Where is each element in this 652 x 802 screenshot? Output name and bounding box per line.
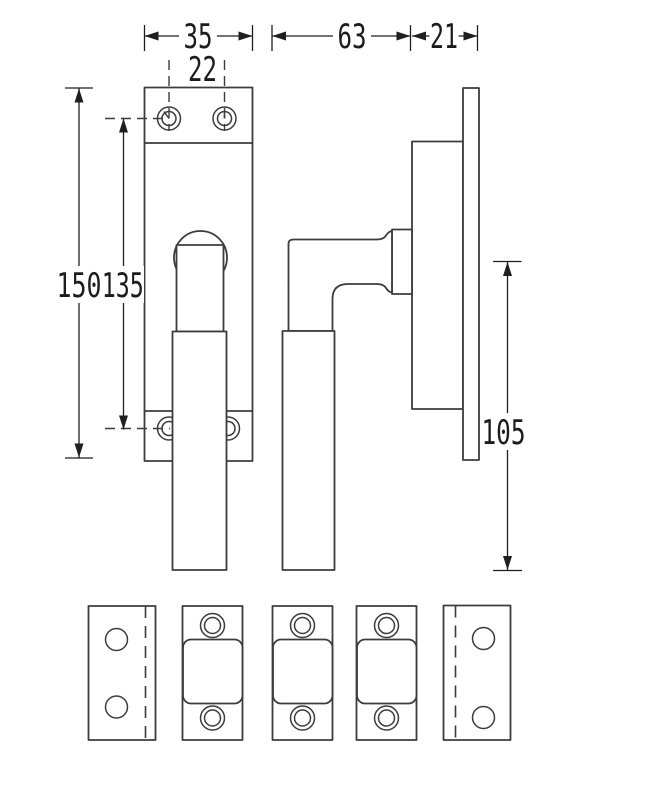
strike-plate-angled-right: [442, 604, 512, 741]
arrow-left-icon: [412, 31, 426, 41]
strike-parts-row: [87, 604, 512, 741]
handle-neck-front: [175, 244, 225, 333]
gear-case-side: [411, 140, 464, 410]
keep-boss: [182, 638, 244, 705]
handle-collar-side: [391, 228, 413, 295]
front-view: [105, 60, 254, 571]
backplate-side: [462, 87, 480, 461]
arrow-up-icon: [119, 118, 128, 133]
side-view: [281, 87, 480, 571]
arrow-down-icon: [119, 415, 128, 430]
dim-screw-hole-distance-label: 135: [102, 266, 144, 306]
arrow-up-icon: [74, 88, 84, 103]
dim-handle-projection-label: 63: [338, 17, 367, 57]
arrow-left-icon: [144, 31, 159, 41]
arrow-right-icon: [396, 31, 411, 41]
handle-grip-side: [281, 330, 336, 571]
strike-keep-1: [181, 605, 244, 741]
handle-grip-front: [171, 330, 228, 571]
strike-plate-angled-left: [87, 605, 157, 741]
dim-plate-height-label: 150: [57, 266, 102, 306]
dim-plate-width-label: 35: [184, 17, 213, 57]
keep-boss: [356, 638, 418, 705]
keep-boss: [272, 638, 334, 705]
strike-keep-3: [355, 605, 418, 741]
dim-screw-spacing-label: 22: [188, 50, 217, 90]
strike-keep-2: [271, 605, 334, 741]
handle-arm-side: [287, 230, 393, 332]
dim-handle-length-label: 105: [482, 413, 526, 453]
arrow-right-icon: [463, 31, 478, 41]
arrow-left-icon: [272, 31, 286, 41]
arrow-up-icon: [503, 262, 512, 276]
arrow-down-icon: [74, 443, 84, 458]
dim-backplate-depth-label: 21: [430, 17, 458, 57]
arrow-right-icon: [238, 31, 253, 41]
arrow-down-icon: [503, 556, 512, 570]
dimension-annotations: 35 22 63 21 150 135 105: [56, 17, 526, 572]
